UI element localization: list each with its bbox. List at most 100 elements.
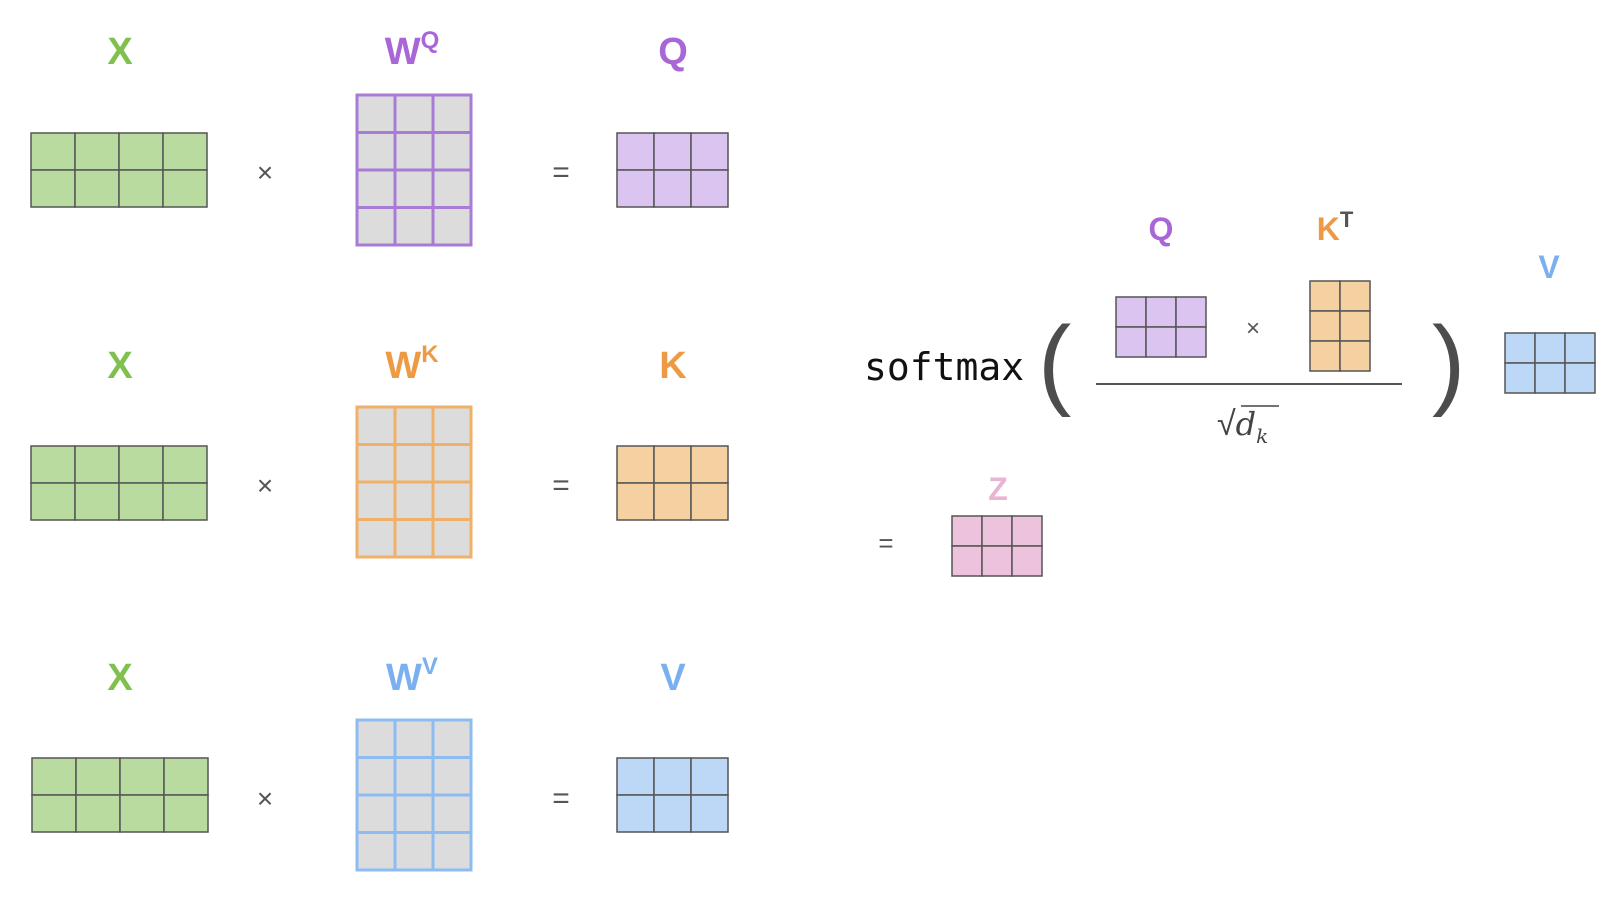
row1-weight-label: WQ xyxy=(385,27,440,73)
row-query: X WQ Q × = xyxy=(30,27,729,247)
row3-input-matrix-x-cell xyxy=(75,757,121,796)
row1-output-matrix-q xyxy=(616,132,729,208)
row3-weight-matrix-wv-cell xyxy=(431,756,473,797)
open-parenthesis: ( xyxy=(1038,306,1071,418)
row3-weight-matrix-wv-cell xyxy=(355,756,397,797)
row1-weight-matrix-wq-cell xyxy=(355,93,397,134)
row3-weight-matrix-wv-cell xyxy=(355,793,397,834)
row3-output-matrix-v-cell xyxy=(690,794,729,833)
row1-input-matrix-x-cell xyxy=(118,132,164,171)
row3-input-label: X xyxy=(107,657,133,699)
row2-weight-matrix-wk-cell xyxy=(355,443,397,484)
row1-output-matrix-q-cell xyxy=(690,169,729,208)
formula-v-matrix-cell xyxy=(1504,332,1536,364)
row3-weight-matrix-wv-cell xyxy=(355,831,397,872)
row1-weight-matrix-wq-cell xyxy=(355,206,397,247)
formula-v-matrix-cell xyxy=(1534,332,1566,364)
formula-q-matrix xyxy=(1115,296,1207,358)
row-key: X WK K × = xyxy=(30,341,729,559)
row2-input-matrix-x-cell xyxy=(74,482,120,521)
row2-times-operator: × xyxy=(257,470,273,501)
formula-kt-matrix-cell xyxy=(1339,310,1371,342)
row2-weight-label: WK xyxy=(385,341,439,387)
formula-v-matrix-cell xyxy=(1534,362,1566,394)
formula-q-matrix-cell xyxy=(1115,326,1147,358)
row2-output-matrix-k-cell xyxy=(690,482,729,521)
row3-output-matrix-v-cell xyxy=(616,757,655,796)
row3-weight-matrix-wv-cell xyxy=(393,793,435,834)
row1-input-matrix-x-cell xyxy=(162,132,208,171)
row3-weight-matrix-wv-cell xyxy=(393,831,435,872)
softmax-text: softmax xyxy=(864,345,1024,389)
row1-weight-matrix-wq-cell xyxy=(431,131,473,172)
row1-weight-matrix-wq-cell xyxy=(431,206,473,247)
formula-kt-matrix-cell xyxy=(1309,310,1341,342)
formula-kt-matrix-cell xyxy=(1339,280,1371,312)
row2-weight-matrix-wk-cell xyxy=(431,405,473,446)
formula-times-operator: × xyxy=(1246,315,1260,342)
row1-output-matrix-q-cell xyxy=(616,132,655,171)
row2-weight-matrix-wk-cell xyxy=(393,518,435,559)
formula-q-label: Q xyxy=(1149,211,1174,247)
row3-weight-main: W xyxy=(386,657,422,699)
row3-times-operator: × xyxy=(257,783,273,814)
row3-weight-matrix-wv-cell xyxy=(393,718,435,759)
dk-k: k xyxy=(1256,424,1268,448)
row1-output-matrix-q-cell xyxy=(616,169,655,208)
row2-output-matrix-k-cell xyxy=(653,482,692,521)
row1-output-label: Q xyxy=(658,31,688,73)
attention-formula: softmax ( Q × KT √dk ) V = Z xyxy=(864,207,1596,577)
formula-v-matrix-cell xyxy=(1564,332,1596,364)
row3-input-matrix-x-cell xyxy=(119,794,165,833)
row2-input-matrix-x-cell xyxy=(74,445,120,484)
row1-weight-matrix-wq-cell xyxy=(431,168,473,209)
row1-input-label: X xyxy=(107,31,133,73)
row2-weight-matrix-wk-cell xyxy=(393,405,435,446)
row2-weight-matrix-wk-cell xyxy=(431,480,473,521)
sqrt-symbol: √ xyxy=(1217,405,1236,443)
row2-weight-matrix-wk-cell xyxy=(355,480,397,521)
row1-weight-matrix-wq-cell xyxy=(431,93,473,134)
result-z-matrix-cell xyxy=(981,545,1013,577)
formula-v-matrix-cell xyxy=(1564,362,1596,394)
row3-equals-operator: = xyxy=(552,782,570,815)
row2-input-matrix-x-cell xyxy=(30,482,76,521)
row3-weight-label: WV xyxy=(386,653,438,699)
formula-q-matrix-cell xyxy=(1175,296,1207,328)
row1-weight-matrix-wq xyxy=(355,93,473,247)
row2-weight-matrix-wk-cell xyxy=(431,518,473,559)
row1-input-matrix-x-cell xyxy=(74,169,120,208)
row2-input-matrix-x-cell xyxy=(30,445,76,484)
formula-q-matrix-cell xyxy=(1175,326,1207,358)
formula-q-matrix-cell xyxy=(1115,296,1147,328)
dk-d: d xyxy=(1236,405,1256,443)
result-z-matrix-cell xyxy=(1011,515,1043,547)
row3-input-matrix-x-cell xyxy=(119,757,165,796)
formula-k-main: K xyxy=(1317,211,1340,247)
formula-kt-label: KT xyxy=(1317,207,1354,247)
row1-weight-matrix-wq-cell xyxy=(393,206,435,247)
row2-output-matrix-k-cell xyxy=(690,445,729,484)
row2-weight-main: W xyxy=(385,345,421,387)
row2-weight-matrix-wk-cell xyxy=(431,443,473,484)
result-z-label: Z xyxy=(988,471,1008,507)
row3-input-matrix-x-cell xyxy=(75,794,121,833)
formula-t-sup: T xyxy=(1340,207,1354,232)
row2-weight-matrix-wk-cell xyxy=(355,518,397,559)
row1-input-matrix-x-cell xyxy=(74,132,120,171)
row1-weight-main: W xyxy=(385,31,421,73)
row1-input-matrix-x-cell xyxy=(30,132,76,171)
row-value: X WV V × = xyxy=(31,653,729,872)
formula-v-matrix xyxy=(1504,332,1596,394)
row1-input-matrix-x-cell xyxy=(162,169,208,208)
row3-weight-matrix-wv-cell xyxy=(355,718,397,759)
row2-output-matrix-k xyxy=(616,445,729,521)
row3-weight-matrix-wv-cell xyxy=(431,718,473,759)
row1-times-operator: × xyxy=(257,157,273,188)
row1-output-matrix-q-cell xyxy=(653,169,692,208)
row1-weight-matrix-wq-cell xyxy=(355,131,397,172)
formula-kt-matrix-cell xyxy=(1339,340,1371,372)
row2-input-matrix-x-cell xyxy=(118,482,164,521)
row1-input-matrix-x-cell xyxy=(118,169,164,208)
